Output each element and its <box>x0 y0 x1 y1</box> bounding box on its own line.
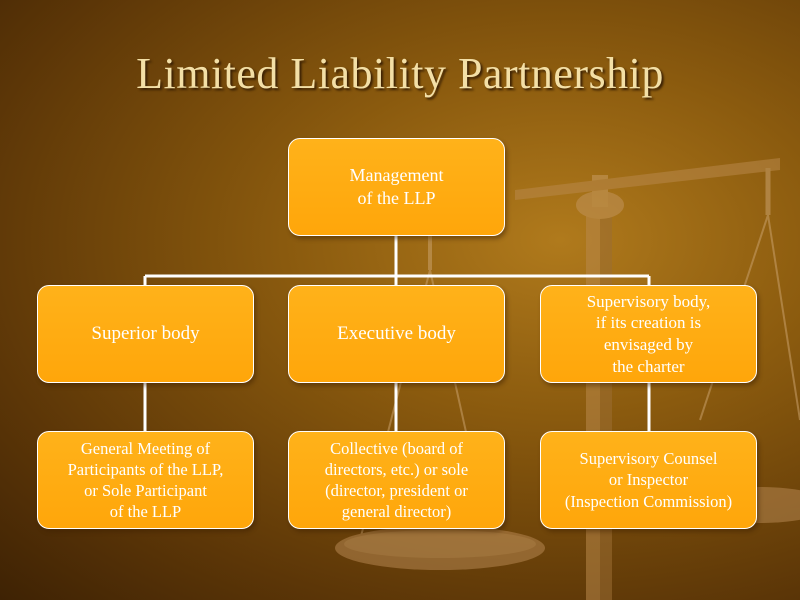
node-management-label: Management of the LLP <box>349 164 444 208</box>
node-executive-body: Executive body <box>288 285 505 383</box>
node-superior-body-label: Superior body <box>91 322 200 344</box>
node-supervisory-body-label: Supervisory body, if its creation is env… <box>586 291 711 376</box>
node-management: Management of the LLP <box>288 138 505 236</box>
node-supervisory-counsel: Supervisory Counsel or Inspector (Inspec… <box>540 431 757 529</box>
slide-title: Limited Liability Partnership <box>136 49 664 98</box>
node-collective-or-sole: Collective (board of directors, etc.) or… <box>288 431 505 529</box>
node-superior-body: Superior body <box>37 285 254 383</box>
node-collective-or-sole-label: Collective (board of directors, etc.) or… <box>324 438 469 522</box>
node-supervisory-counsel-label: Supervisory Counsel or Inspector (Inspec… <box>564 449 733 511</box>
node-general-meeting-label: General Meeting of Participants of the L… <box>67 438 224 522</box>
node-executive-body-label: Executive body <box>337 322 456 344</box>
node-supervisory-body: Supervisory body, if its creation is env… <box>540 285 757 383</box>
node-general-meeting: General Meeting of Participants of the L… <box>37 431 254 529</box>
